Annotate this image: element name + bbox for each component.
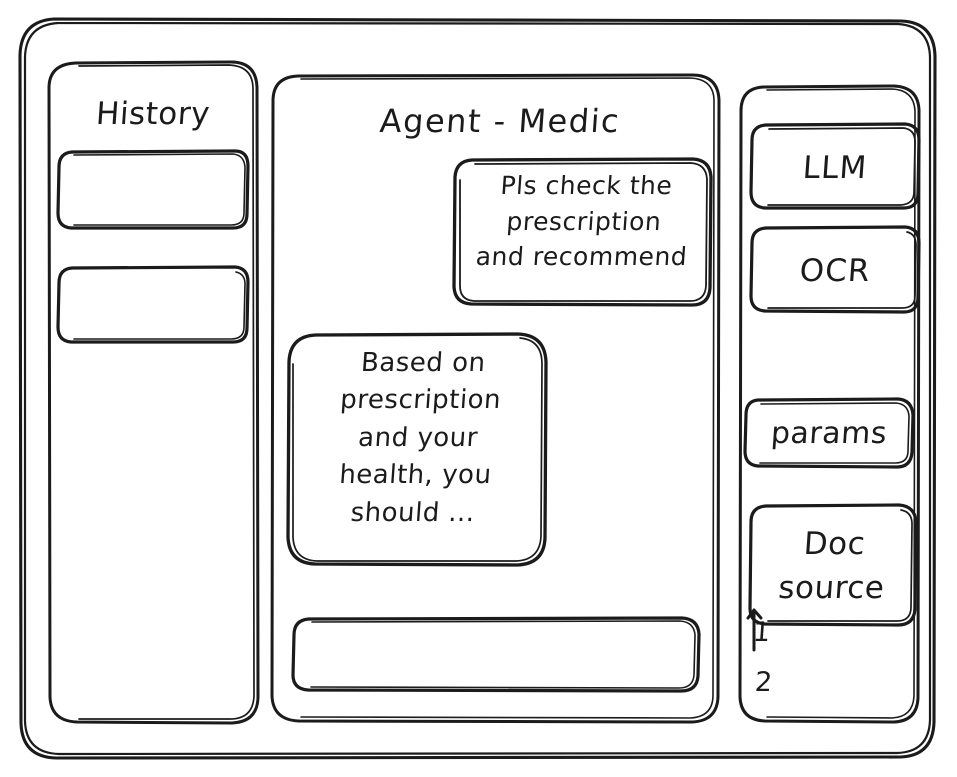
doc-source-item-2[interactable]: 2 bbox=[753, 667, 774, 698]
user-message-bubble-outline bbox=[452, 157, 713, 307]
history-panel-outline bbox=[47, 60, 260, 725]
tool-button-doc-source[interactable]: Doc source bbox=[750, 505, 916, 625]
tool-doc-source-outline bbox=[748, 503, 918, 627]
tool-ocr-outline bbox=[749, 225, 921, 314]
tool-doc-source-label: Doc source bbox=[777, 526, 886, 607]
history-panel-title: History bbox=[94, 96, 212, 132]
doc-source-list-strokes bbox=[746, 608, 763, 652]
history-item[interactable] bbox=[58, 152, 248, 228]
agent-panel-title: Agent - Medic bbox=[378, 102, 622, 140]
tool-button-ocr[interactable]: OCR bbox=[751, 227, 919, 312]
tool-params-label: params bbox=[769, 416, 889, 451]
tool-llm-label: LLM bbox=[801, 150, 869, 186]
history-item[interactable] bbox=[58, 268, 248, 342]
user-message-text: Pls check the prescription and recommend bbox=[474, 171, 689, 271]
history-item-2-outline bbox=[56, 265, 250, 344]
tools-panel-outline bbox=[738, 84, 921, 724]
window-frame bbox=[18, 17, 937, 760]
assistant-message-bubble-outline bbox=[286, 332, 548, 567]
tool-button-llm[interactable]: LLM bbox=[751, 124, 919, 209]
tool-button-params[interactable]: params bbox=[745, 399, 913, 467]
agent-panel-outline bbox=[270, 73, 721, 724]
tool-params-outline bbox=[743, 397, 915, 469]
history-item-1-outline bbox=[56, 149, 250, 230]
assistant-message-text: Based on prescription and your health, y… bbox=[338, 348, 503, 528]
composer-input[interactable] bbox=[293, 618, 699, 692]
composer-input-outline bbox=[291, 616, 701, 693]
doc-source-item-1[interactable]: 1 bbox=[751, 617, 772, 648]
tool-llm-outline bbox=[749, 122, 921, 210]
tool-ocr-label: OCR bbox=[798, 253, 872, 289]
